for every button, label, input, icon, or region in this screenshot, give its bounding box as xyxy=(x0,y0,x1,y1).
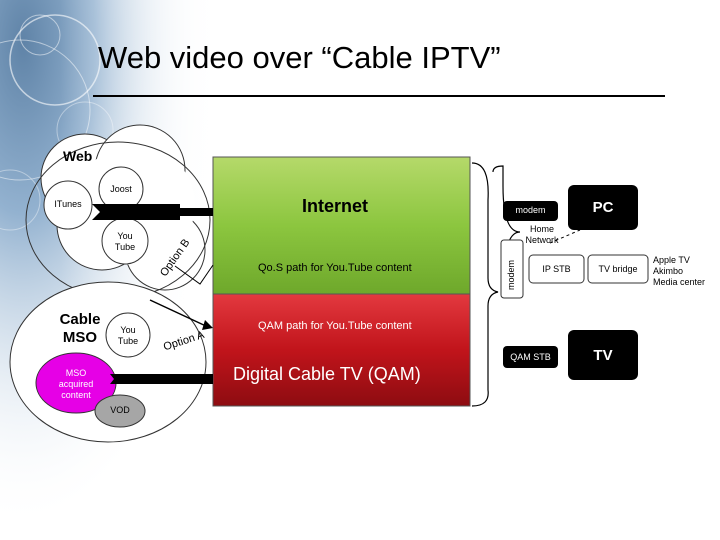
vod-bubble xyxy=(94,394,146,428)
youtube-mso-bubble xyxy=(105,312,151,358)
qos-path-label: Qo.S path for You.Tube content xyxy=(258,262,412,274)
cable-label: Digital Cable TV (QAM) xyxy=(233,364,421,384)
youtube-mso-label: You Tube xyxy=(117,325,139,346)
modem-top-box xyxy=(503,201,558,221)
itunes-label: ITunes xyxy=(54,199,82,209)
ip-stb-box xyxy=(528,254,585,284)
tv-bridge-label: TV bridge xyxy=(598,264,638,274)
pc-box xyxy=(568,185,638,230)
modem-top-label: modem xyxy=(515,205,546,215)
internet-band xyxy=(212,156,471,295)
mso-bubbles xyxy=(35,312,151,428)
qam-path-label: QAM path for You.Tube content xyxy=(258,320,412,332)
tv-bridge-box xyxy=(587,254,649,284)
tv-label: TV xyxy=(593,347,613,364)
modem-vertical-label: modem xyxy=(506,259,516,290)
youtube-web-label: You Tube xyxy=(114,231,136,252)
internet-label: Internet xyxy=(302,196,369,216)
mso-content-label: MSO acquired content xyxy=(58,368,94,400)
tv-box xyxy=(568,330,638,380)
itunes-bubble xyxy=(43,180,93,230)
cable-band xyxy=(212,293,471,407)
modem-vertical-box xyxy=(500,239,524,299)
ip-stb-label: IP STB xyxy=(542,264,571,274)
tv-bridge-examples: Apple TV Akimbo Media center xyxy=(653,255,706,287)
qam-stb-label: QAM STB xyxy=(510,352,551,362)
home-network-label: Home Network xyxy=(525,224,559,245)
slide-title: Web video over “Cable IPTV” xyxy=(98,40,501,75)
qam-stb-box xyxy=(503,346,558,368)
pc-label: PC xyxy=(592,199,614,216)
network-bracket xyxy=(471,162,499,407)
joost-label: Joost xyxy=(110,184,132,194)
arrows xyxy=(92,204,214,384)
web-cloud-label: Web xyxy=(63,148,93,164)
vod-label: VOD xyxy=(110,405,130,415)
web-bubbles xyxy=(43,166,149,265)
mso-cloud-label: Cable MSO xyxy=(59,311,101,346)
